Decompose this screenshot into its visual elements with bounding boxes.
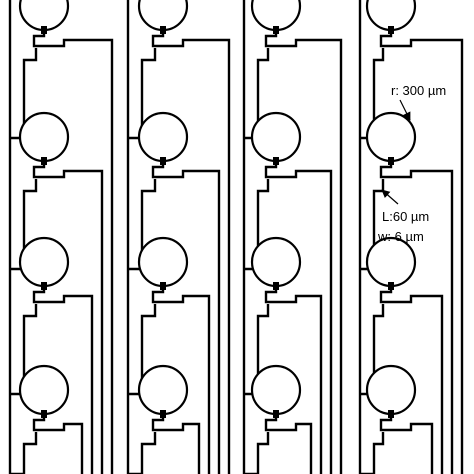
electrode-neck [273,410,279,418]
electrode-trace [264,163,333,474]
electrode-neck [41,26,47,34]
electrode-pad [365,0,417,32]
electrode-neck [388,410,394,418]
electrode-pad [250,364,302,416]
electrode-pad [18,111,70,163]
electrode-neck [273,26,279,34]
fence-trace [128,48,157,140]
electrode-pad [365,111,417,163]
electrode-pad [137,236,189,288]
electrode-neck [160,26,166,34]
fence-trace [244,432,270,474]
electrode-pad [250,111,302,163]
electrode-trace [32,416,84,474]
electrode-trace [32,32,114,474]
electrode-pad [137,364,189,416]
electrode-trace [379,163,454,474]
electrode-trace [379,32,464,474]
length-callout-arrow [381,189,399,205]
electrode-neck [41,282,47,290]
radius-annotation: r: 300 µm [391,83,447,98]
electrode-trace [379,416,434,474]
electrode-pad [250,236,302,288]
width-annotation: w: 6 µm [378,229,424,244]
electrode-neck [388,157,394,165]
callout-group [381,99,411,205]
electrode-trace [379,288,444,474]
electrode-neck [160,410,166,418]
fence-trace [128,432,157,474]
trace-group [8,0,464,474]
electrode-pad [137,0,189,32]
electrode-pad [365,364,417,416]
electrode-trace [264,416,313,474]
electrode-pad [137,111,189,163]
fence-trace [10,432,38,474]
length-annotation: L:60 µm [382,209,430,224]
fence-trace [360,432,385,474]
fence-trace [128,304,157,396]
electrode-trace [151,416,201,474]
electrode-neck [388,26,394,34]
electrode-neck [41,157,47,165]
electrode-pad [18,236,70,288]
fence-trace [128,179,157,271]
electrode-pad [18,0,70,32]
electrode-pad [250,0,302,32]
electrode-trace [151,163,221,474]
electrode-trace [151,32,231,474]
electrode-trace [32,288,94,474]
electrode-neck [273,282,279,290]
electrode-trace [151,288,211,474]
electrode-trace [264,288,323,474]
electrode-pad [365,236,417,288]
electrode-neck [41,410,47,418]
electrode-trace [264,32,343,474]
electrode-neck [388,282,394,290]
electrode-neck [273,157,279,165]
radius-callout-arrow [399,99,411,121]
electrode-trace [32,163,104,474]
electrode-pad [18,364,70,416]
pad-group [18,0,417,418]
electrode-neck [160,282,166,290]
electrode-neck [160,157,166,165]
fence-trace [10,179,38,271]
